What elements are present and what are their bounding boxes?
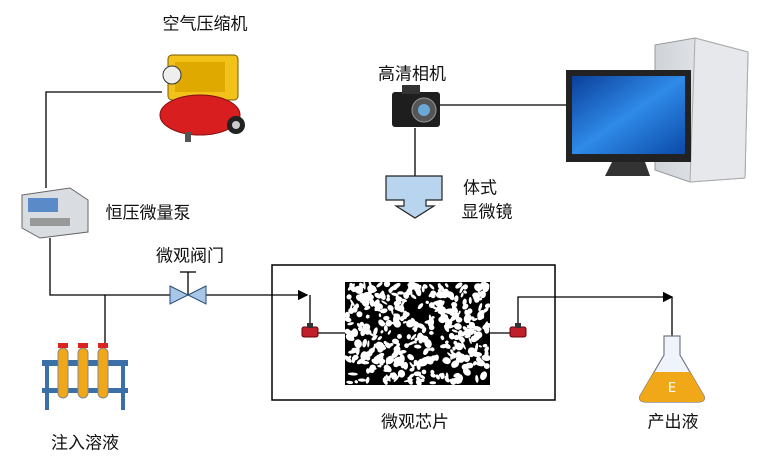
compressor-label: 空气压缩机: [162, 14, 248, 35]
inlet-connector-icon: [301, 323, 319, 338]
injection-label: 注入溶液: [51, 433, 119, 454]
chip-holder-frame: [271, 264, 556, 401]
chip-label: 微观芯片: [381, 412, 449, 433]
pump-label: 恒压微量泵: [105, 203, 191, 224]
valve-label: 微观阀门: [156, 246, 224, 267]
microscope-label-line1: 体式: [463, 178, 497, 199]
air-compressor-icon: [159, 54, 245, 142]
microscope-label-line2: 显微镜: [461, 202, 513, 223]
microfluidic-chip-pore-image: [344, 280, 492, 386]
output-flask-icon: E: [639, 335, 705, 403]
camera-label: 高清相机: [378, 64, 446, 85]
micro-valve-icon: [169, 271, 207, 305]
output-label: 产出液: [647, 412, 699, 433]
constant-pressure-pump-icon: [21, 187, 89, 239]
svg-text:E: E: [668, 381, 676, 396]
stereo-microscope-icon: [385, 175, 443, 219]
hd-camera-icon: [392, 85, 440, 127]
injection-solution-tubes-icon: [42, 343, 128, 410]
connection-lines: [45, 91, 674, 345]
outlet-connector-icon: [509, 323, 527, 338]
computer-icon: [566, 37, 749, 183]
